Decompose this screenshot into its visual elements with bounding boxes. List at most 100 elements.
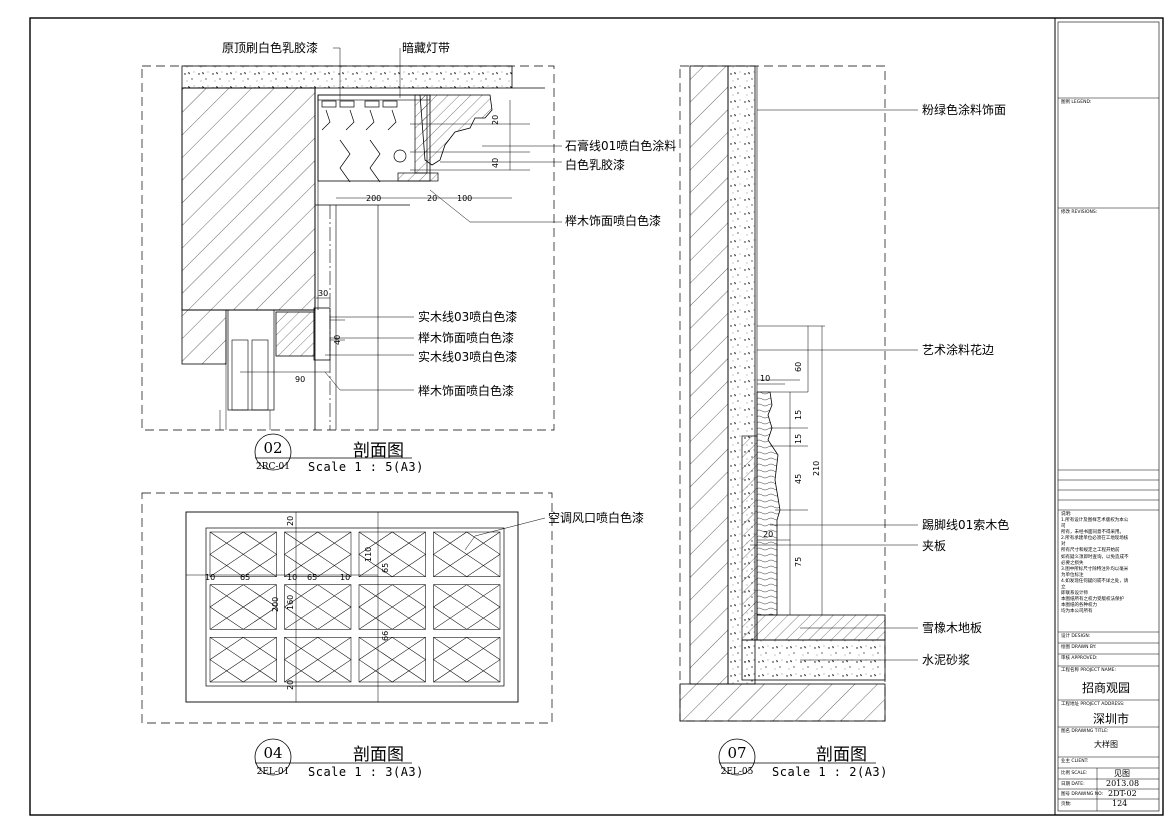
label-solid-wood-2: 实木线03喷白色漆 (418, 350, 518, 364)
grille-cross (209, 531, 277, 577)
tb-revisions-label: 修改 REVISIONS: (1061, 210, 1098, 215)
label-beech-3: 榉木饰面喷白色漆 (418, 384, 515, 398)
tb-legend-label: 图例 LEGEND: (1061, 100, 1092, 105)
tb-notes: 1.所有设计及图样艺术版权为本公司 所有，未经书面同意不得采用。 2.所有承建单… (1061, 518, 1129, 615)
grille-diamond (433, 584, 501, 630)
grille-diamond (358, 531, 426, 577)
tb-date-value: 2013.08 (1106, 779, 1140, 788)
dim-02-h: 90 (295, 375, 306, 384)
section-02-title: 剖面图 (353, 441, 404, 461)
grille-diamond (209, 584, 277, 630)
tb-client-label: 业主 CLIENT: (1061, 759, 1089, 764)
grille-diamond (284, 531, 352, 577)
grille-diamond (358, 637, 426, 683)
dim-04-e: 65 (307, 573, 318, 582)
grille-cross (358, 637, 426, 683)
label-cement: 水泥砂浆 (922, 653, 971, 667)
label-hidden-light: 暗藏灯带 (402, 41, 451, 55)
grille-diamond (284, 637, 352, 683)
tb-scale-value: 见图 (1114, 769, 1130, 778)
grille-cross (433, 531, 501, 577)
tb-drawn-label: 绘图 DRAWN BY: (1061, 645, 1097, 650)
dim-04-d: 10 (287, 573, 298, 582)
tb-date-label: 日期 DATE: (1061, 782, 1085, 787)
dim-04-c: 65 (240, 573, 251, 582)
label-art-paint: 艺术涂料花边 (922, 343, 995, 357)
bubble-shapes (254, 433, 876, 776)
grille-diamond (358, 584, 426, 630)
tb-page-label: 页数: (1061, 802, 1072, 807)
title-block-rules (1058, 97, 1159, 811)
dim-02-b: 40 (491, 157, 500, 168)
tb-design-label: 设计 DESIGN: (1061, 634, 1091, 639)
label-plaster-line: 石膏线01喷白色涂料 (565, 139, 677, 153)
grille-diamond (209, 637, 277, 683)
dim-02-g: 40 (333, 334, 342, 345)
grille-cross (358, 584, 426, 630)
label-plywood: 夹板 (922, 539, 947, 553)
grille-cross (358, 531, 426, 577)
section-07-scale: Scale 1 : 2(A3) (772, 765, 888, 779)
tb-address: 深圳市 (1093, 712, 1130, 726)
section-07-ref: 2EL-05 (720, 767, 754, 777)
label-skirting: 踢脚线01索木色 (922, 518, 1010, 532)
dim-04-h: 65 (381, 562, 390, 573)
tb-project-label: 工程名称 PROJECT NAME: (1061, 668, 1116, 673)
grille-diamond (209, 531, 277, 577)
dim-04-j: 160 (286, 594, 295, 610)
vent-grille (209, 531, 501, 683)
section-07-number: 07 (727, 744, 747, 762)
dim-04-g: 110 (364, 546, 373, 562)
label-green-paint: 粉绿色涂料饰面 (922, 103, 1007, 117)
dim-04-a: 20 (286, 515, 295, 526)
dim-07-e: 210 (812, 460, 821, 476)
dim-07-h: 75 (794, 556, 803, 567)
dim-02-a: 20 (491, 114, 500, 125)
label-white-latex: 白色乳胶漆 (565, 158, 626, 172)
dim-04-b: 10 (205, 573, 216, 582)
label-beech-2: 榉木饰面喷白色漆 (418, 331, 515, 345)
dim-07-d: 15 (794, 433, 803, 444)
tb-project-name: 招商观园 (1082, 681, 1131, 695)
dim-04-f: 10 (340, 573, 351, 582)
section-02-drawing (141, 47, 562, 431)
tb-page-value: 124 (1112, 799, 1128, 808)
section-04-number: 04 (263, 744, 283, 762)
grille-cross (284, 584, 352, 630)
tb-address-label: 工程地址 PROJECT ADDRESS: (1061, 702, 1125, 707)
section-04-drawing (141, 492, 553, 724)
dim-07-c: 15 (794, 409, 803, 420)
grille-cross (433, 637, 501, 683)
section-04-ref: 2EL-01 (256, 767, 290, 777)
section-02-ref: 2RC-01 (256, 462, 290, 472)
dim-02-e: 100 (457, 194, 473, 203)
tb-scale-label: 比例 SCALE: (1061, 771, 1088, 776)
label-solid-wood-1: 实木线03喷白色漆 (418, 310, 518, 324)
grille-diamond (284, 584, 352, 630)
dim-04-k: 66 (381, 630, 390, 641)
dim-07-g: 20 (763, 530, 774, 539)
dim-07-b: 10 (760, 374, 771, 383)
grille-cross (209, 637, 277, 683)
dim-02-f: 30 (318, 289, 329, 298)
tb-approved-label: 审核 APPROVED: (1061, 656, 1098, 661)
dim-07-a: 60 (794, 361, 803, 372)
tb-drawing-no-label: 图号 DRAWING NO: (1061, 792, 1104, 797)
label-ac-vent: 空调风口喷白色漆 (548, 511, 645, 525)
dim-02-d: 20 (427, 194, 438, 203)
dim-02-c: 200 (366, 194, 382, 203)
section-07-title: 剖面图 (816, 745, 867, 765)
tb-drawing-no: 2DT-02 (1108, 789, 1137, 798)
label-ceiling-paint: 原顶刷白色乳胶漆 (222, 41, 319, 55)
section-02-scale: Scale 1 : 5(A3) (308, 460, 424, 474)
grille-cross (209, 584, 277, 630)
label-beech-1: 榉木饰面喷白色漆 (565, 214, 662, 228)
section-02-number: 02 (263, 439, 283, 457)
section-07-drawing (679, 65, 918, 722)
tb-drawing-title-label: 图名 DRAWING TITLE: (1061, 729, 1109, 734)
section-04-title: 剖面图 (353, 745, 404, 765)
dim-04-i: 200 (271, 596, 280, 612)
grille-cross (433, 584, 501, 630)
dim-07-f: 45 (794, 473, 803, 484)
